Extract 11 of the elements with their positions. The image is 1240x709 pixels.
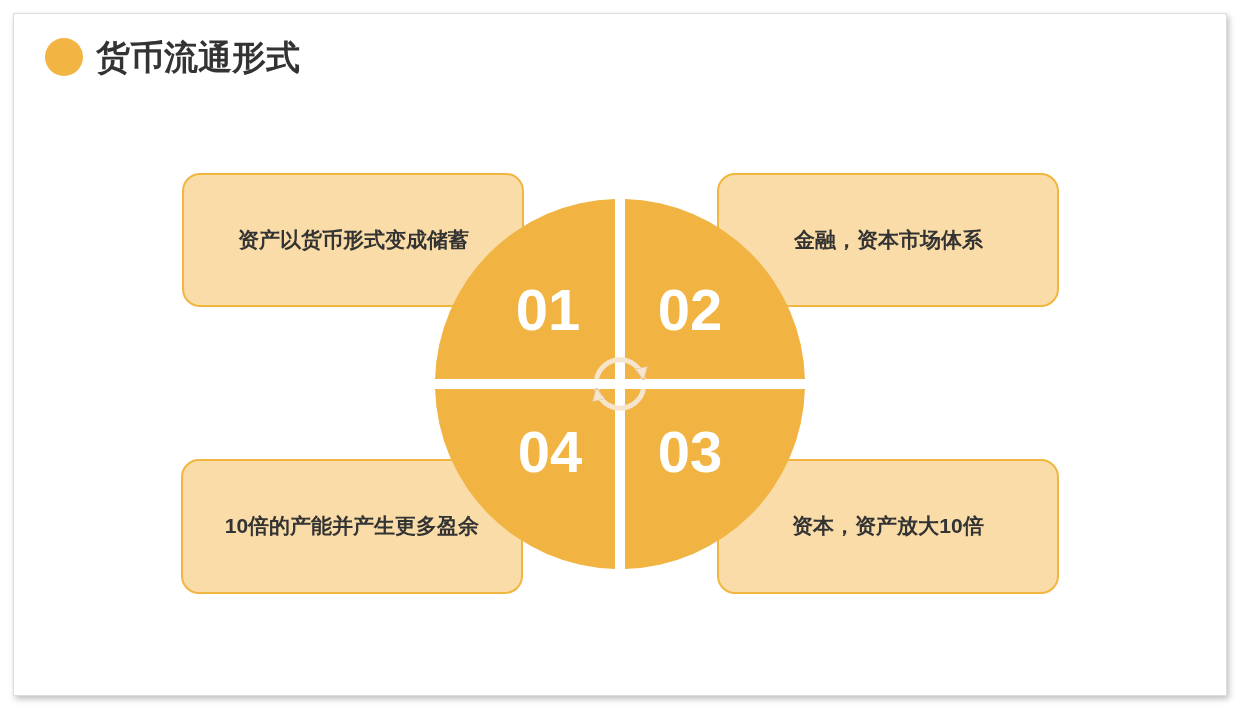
- card-text: 金融，资本市场体系: [793, 226, 983, 253]
- card-text: 10倍的产能并产生更多盈余: [224, 513, 480, 540]
- card-text: 资本，资产放大10倍: [792, 513, 984, 540]
- curved-arrow: [594, 357, 648, 381]
- quadrant-number: 03: [657, 423, 723, 481]
- quadrant-number: 02: [657, 281, 723, 339]
- curved-arrow: [592, 387, 646, 411]
- card-text: 资产以货币形式变成储蓄: [237, 226, 469, 253]
- slide-title: 货币流通形式: [96, 37, 300, 78]
- quadrant-number: 04: [517, 423, 583, 481]
- quadrant-number: 01: [515, 281, 581, 339]
